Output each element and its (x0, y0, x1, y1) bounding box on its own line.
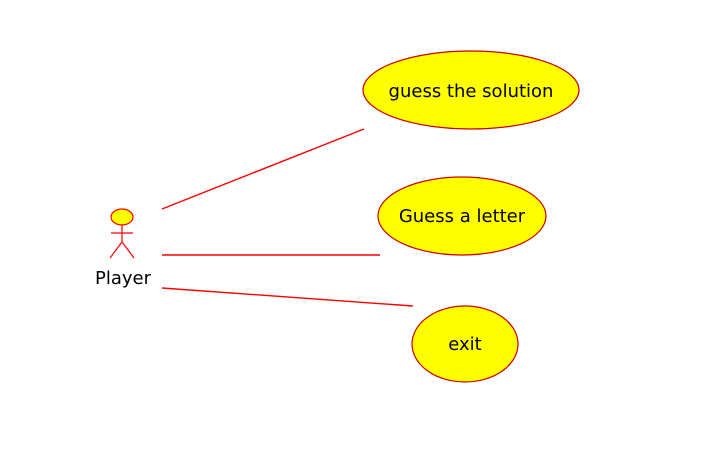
actor-player[interactable]: Player (95, 208, 152, 289)
use-case-label: Guess a letter (399, 206, 526, 227)
use-case-label: guess the solution (389, 81, 554, 102)
use-case-ellipse (362, 50, 580, 130)
use-case-ellipse (377, 176, 547, 256)
use-case-exit[interactable]: exit (411, 305, 519, 383)
use-case-ellipse (411, 305, 519, 383)
association-line-exit (161, 287, 414, 307)
use-case-guess-solution[interactable]: guess the solution (362, 50, 580, 130)
actor-right-leg (121, 241, 135, 259)
association-line-guess-solution (161, 128, 365, 210)
actor-left-leg (109, 241, 123, 259)
use-case-guess-letter[interactable]: Guess a letter (377, 176, 547, 256)
actor-head (110, 208, 134, 226)
use-case-label: exit (448, 334, 481, 355)
actor-label: Player (95, 268, 152, 289)
